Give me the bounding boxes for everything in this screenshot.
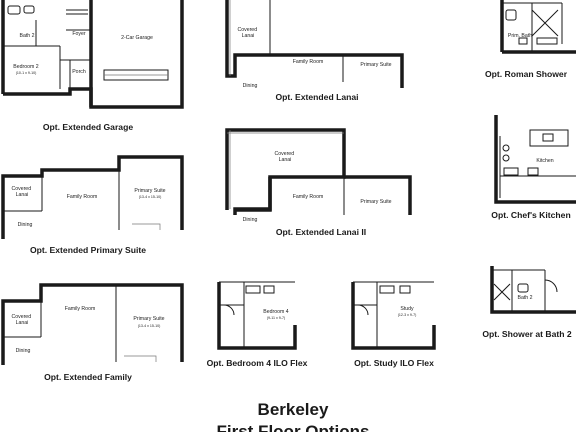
caption-extended-garage: Opt. Extended Garage	[43, 122, 133, 132]
plan-extended-lanai: Covered Lanai Family Room Primary Suite …	[225, 0, 404, 102]
bedroom4-dim: (9-11 x 9-7)	[267, 316, 285, 320]
porch-label: Porch	[72, 69, 86, 75]
caption-extended-primary-suite: Opt. Extended Primary Suite	[30, 245, 146, 255]
caption-extended-family: Opt. Extended Family	[44, 372, 132, 382]
family-label-1: Family Room	[293, 59, 324, 65]
plan-extended-primary-suite: Covered Lanai Family Room Primary Suite …	[1, 155, 184, 255]
lanai3-line2: Lanai	[279, 157, 292, 163]
dining-label-3: Dining	[243, 217, 258, 223]
plan-chefs-kitchen: Kitchen Opt. Chef's Kitchen	[491, 115, 576, 220]
plan-extended-garage: Bath 2 Foyer 2-Car Garage Bedroom 2 (10-…	[1, 0, 184, 132]
lanai4-line1: Covered	[11, 314, 31, 320]
study-dim: (12-3 x 9-7)	[398, 313, 417, 317]
kitchen-label: Kitchen	[536, 158, 553, 164]
plan-bedroom4-flex: Bedroom 4 (9-11 x 9-7) Opt. Bedroom 4 IL…	[207, 281, 308, 368]
caption-roman-shower: Opt. Roman Shower	[485, 69, 568, 79]
bedroom2-label: Bedroom 2	[13, 64, 38, 70]
lanai-label-2: Covered Lanai	[11, 186, 32, 198]
suite-label-1: Primary Suite	[360, 62, 391, 68]
lanai2-line2: Lanai	[16, 192, 29, 198]
bedroom2-dim: (10-1 x 9-10)	[16, 71, 37, 75]
lanai-label-1: Covered Lanai	[237, 27, 258, 39]
bath2-label: Bath 2	[20, 33, 35, 39]
family-label-2: Family Room	[67, 194, 98, 200]
suite-label-2: Primary Suite	[134, 188, 165, 194]
suite-label-4: Primary Suite	[133, 316, 164, 322]
caption-study-flex: Opt. Study ILO Flex	[354, 358, 434, 368]
plan-extended-lanai-2: Covered Lanai Family Room Primary Suite …	[225, 128, 412, 237]
dining-label-1: Dining	[243, 83, 258, 89]
foyer-label: Foyer	[72, 31, 86, 37]
lanai-label-3: Covered Lanai	[274, 151, 295, 163]
page-title: Berkeley	[258, 400, 329, 419]
dining-label-4: Dining	[16, 348, 31, 354]
caption-extended-lanai-2: Opt. Extended Lanai II	[276, 227, 366, 237]
caption-shower-bath2: Opt. Shower at Bath 2	[482, 329, 572, 339]
dining-label-2: Dining	[18, 222, 33, 228]
plan-study-flex: Study (12-3 x 9-7) Opt. Study ILO Flex	[351, 281, 436, 368]
caption-chefs-kitchen: Opt. Chef's Kitchen	[491, 210, 570, 220]
lanai4-line2: Lanai	[16, 320, 29, 326]
bath2-label-2: Bath 2	[518, 295, 533, 301]
suite-dim-4: (13-4 x 15-10)	[138, 324, 161, 328]
plan-shower-bath2: Bath 2 Opt. Shower at Bath 2	[482, 266, 576, 339]
family-label-4: Family Room	[65, 306, 96, 312]
study-label: Study	[400, 306, 414, 312]
suite-dim-2: (13-4 x 15-10)	[139, 195, 162, 199]
family-label-3: Family Room	[293, 194, 324, 200]
suite-label-3: Primary Suite	[360, 199, 391, 205]
prim-bath-label: Prim. Bath	[508, 33, 532, 39]
caption-bedroom4-flex: Opt. Bedroom 4 ILO Flex	[207, 358, 308, 368]
lanai-label-4: Covered Lanai	[11, 314, 32, 326]
plan-roman-shower: Prim. Bath Opt. Roman Shower	[485, 0, 576, 79]
page-subtitle: First Floor Options	[217, 422, 370, 432]
lanai2-line1: Covered	[11, 186, 31, 192]
lanai-line1: Covered	[237, 27, 257, 33]
bedroom4-label: Bedroom 4	[263, 309, 288, 315]
plan-extended-family: Covered Lanai Family Room Primary Suite …	[1, 283, 184, 382]
lanai-line2: Lanai	[242, 33, 255, 39]
caption-extended-lanai: Opt. Extended Lanai	[275, 92, 358, 102]
garage-label: 2-Car Garage	[121, 35, 153, 41]
lanai3-line1: Covered	[274, 151, 294, 157]
